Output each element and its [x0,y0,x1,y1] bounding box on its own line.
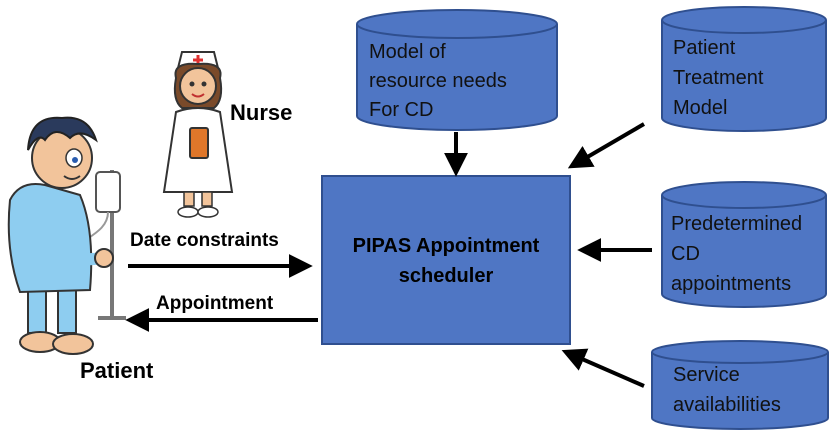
db-predetermined: Predetermined CD appointments [661,181,827,308]
arrow-treatment-to-scheduler [567,122,646,169]
scheduler-label-line1: PIPAS Appointment [353,235,540,257]
db-treatment-line1: Patient [673,37,736,59]
nurse-label: Nurse [230,100,292,125]
patient-label: Patient [80,358,154,383]
db-service-availabilities: Service availabilities [651,340,829,430]
arrow-service-to-scheduler [561,348,645,388]
db-service-line1: Service [673,364,740,386]
db-predetermined-line2: CD [671,243,700,265]
db-treatment-line2: Treatment [673,67,764,89]
db-predetermined-line1: Predetermined [671,213,802,235]
patient-illustration [7,116,126,355]
db-treatment-line3: Model [673,97,727,119]
db-predetermined-line3: appointments [671,273,791,295]
scheduler-label-line2: scheduler [399,265,494,287]
nurse-illustration [162,51,234,218]
db-resource-line3: For CD [369,99,433,121]
edge-label-date-constraints: Date constraints [130,230,279,251]
db-resource-line1: Model of [369,41,446,63]
scheduler-node: PIPAS Appointment scheduler [321,175,571,345]
db-patient-treatment: Patient Treatment Model [661,6,827,132]
db-resource-line2: resource needs [369,70,507,92]
db-service-line2: availabilities [673,394,781,416]
edge-label-appointment: Appointment [156,293,274,314]
db-resource-needs: Model of resource needs For CD [356,9,558,131]
